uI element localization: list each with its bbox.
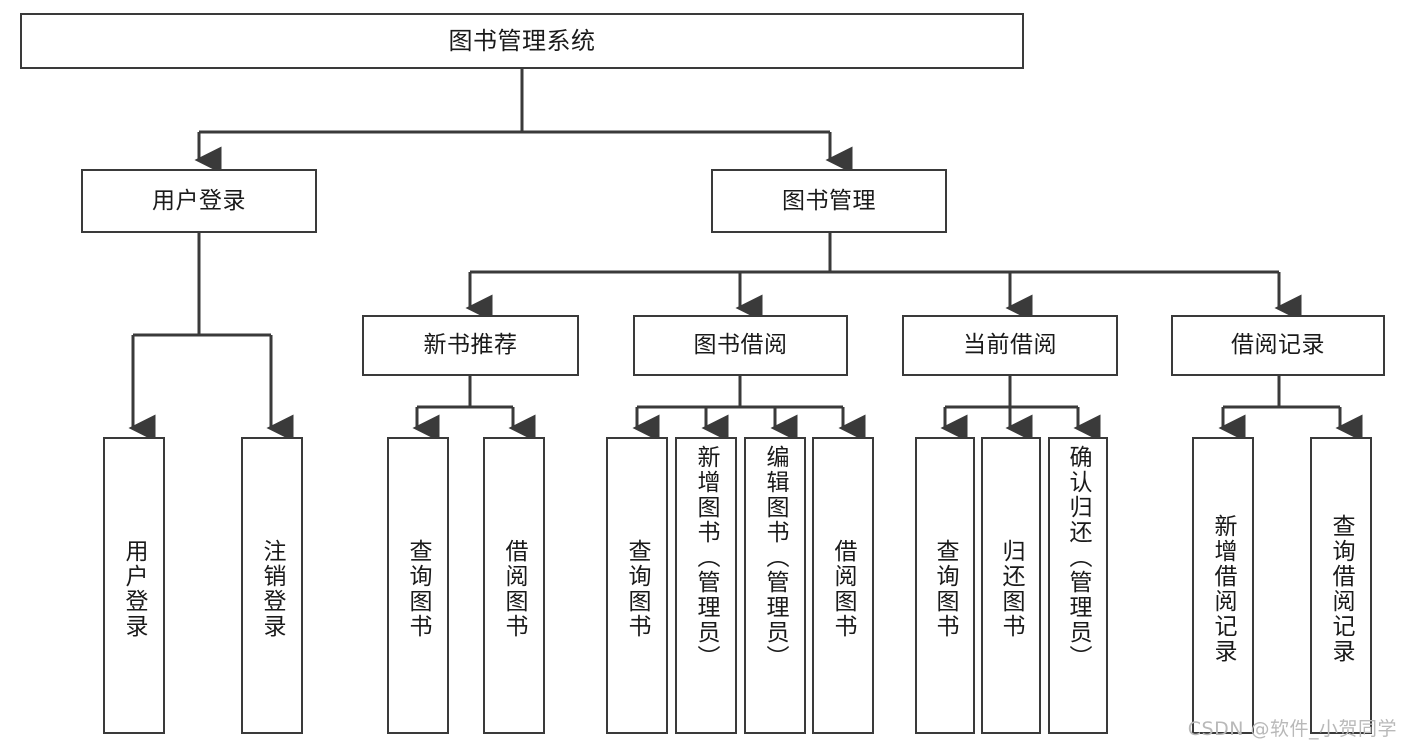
leaf-borrow-query-book[interactable]: 查询图书 <box>606 437 668 734</box>
watermark-text: CSDN @软件_小贺同学 <box>1187 718 1397 740</box>
leaf-current-return-book[interactable]: 归还图书 <box>981 437 1041 734</box>
leaf-current-confirm-return[interactable]: 确认归还（管理员） <box>1048 437 1108 734</box>
node-root-system[interactable]: 图书管理系统 <box>20 13 1024 69</box>
node-label: 用户登录 <box>121 538 148 639</box>
leaf-current-query-book[interactable]: 查询图书 <box>915 437 975 734</box>
node-label: 借阅图书 <box>830 538 857 639</box>
leaf-record-add-record[interactable]: 新增借阅记录 <box>1192 437 1254 734</box>
node-label: 归还图书 <box>998 538 1025 639</box>
node-borrow-record[interactable]: 借阅记录 <box>1171 315 1385 376</box>
node-current-borrow[interactable]: 当前借阅 <box>902 315 1118 376</box>
leaf-user-login-logout[interactable]: 注销登录 <box>241 437 303 734</box>
leaf-user-login-login[interactable]: 用户登录 <box>103 437 165 734</box>
node-label: 查询借阅记录 <box>1328 513 1355 664</box>
leaf-borrow-add-book[interactable]: 新增图书（管理员） <box>675 437 737 734</box>
leaf-record-query-record[interactable]: 查询借阅记录 <box>1310 437 1372 734</box>
node-label: 图书管理 <box>782 187 876 214</box>
node-label: 借阅记录 <box>1231 332 1325 359</box>
node-label: 新增借阅记录 <box>1210 513 1237 664</box>
node-label: 查询图书 <box>405 538 432 639</box>
node-label: 图书管理系统 <box>448 27 596 55</box>
node-label: 借阅图书 <box>501 538 528 639</box>
node-label: 确认归还（管理员） <box>1065 445 1092 670</box>
leaf-recommend-query-book[interactable]: 查询图书 <box>387 437 449 734</box>
node-book-management[interactable]: 图书管理 <box>711 169 947 233</box>
node-label: 查询图书 <box>624 538 651 639</box>
node-label: 当前借阅 <box>963 332 1057 359</box>
node-new-book-recommend[interactable]: 新书推荐 <box>362 315 579 376</box>
node-label: 注销登录 <box>259 538 286 639</box>
leaf-recommend-borrow-book[interactable]: 借阅图书 <box>483 437 545 734</box>
node-label: 新增图书（管理员） <box>693 445 720 670</box>
node-label: 编辑图书（管理员） <box>762 445 789 670</box>
node-label: 新书推荐 <box>423 332 518 359</box>
node-user-login[interactable]: 用户登录 <box>81 169 317 233</box>
leaf-borrow-borrow-book[interactable]: 借阅图书 <box>812 437 874 734</box>
node-book-borrow[interactable]: 图书借阅 <box>633 315 848 376</box>
leaf-borrow-edit-book[interactable]: 编辑图书（管理员） <box>744 437 806 734</box>
node-label: 用户登录 <box>152 187 246 214</box>
node-label: 图书借阅 <box>693 332 788 359</box>
node-label: 查询图书 <box>932 538 959 639</box>
